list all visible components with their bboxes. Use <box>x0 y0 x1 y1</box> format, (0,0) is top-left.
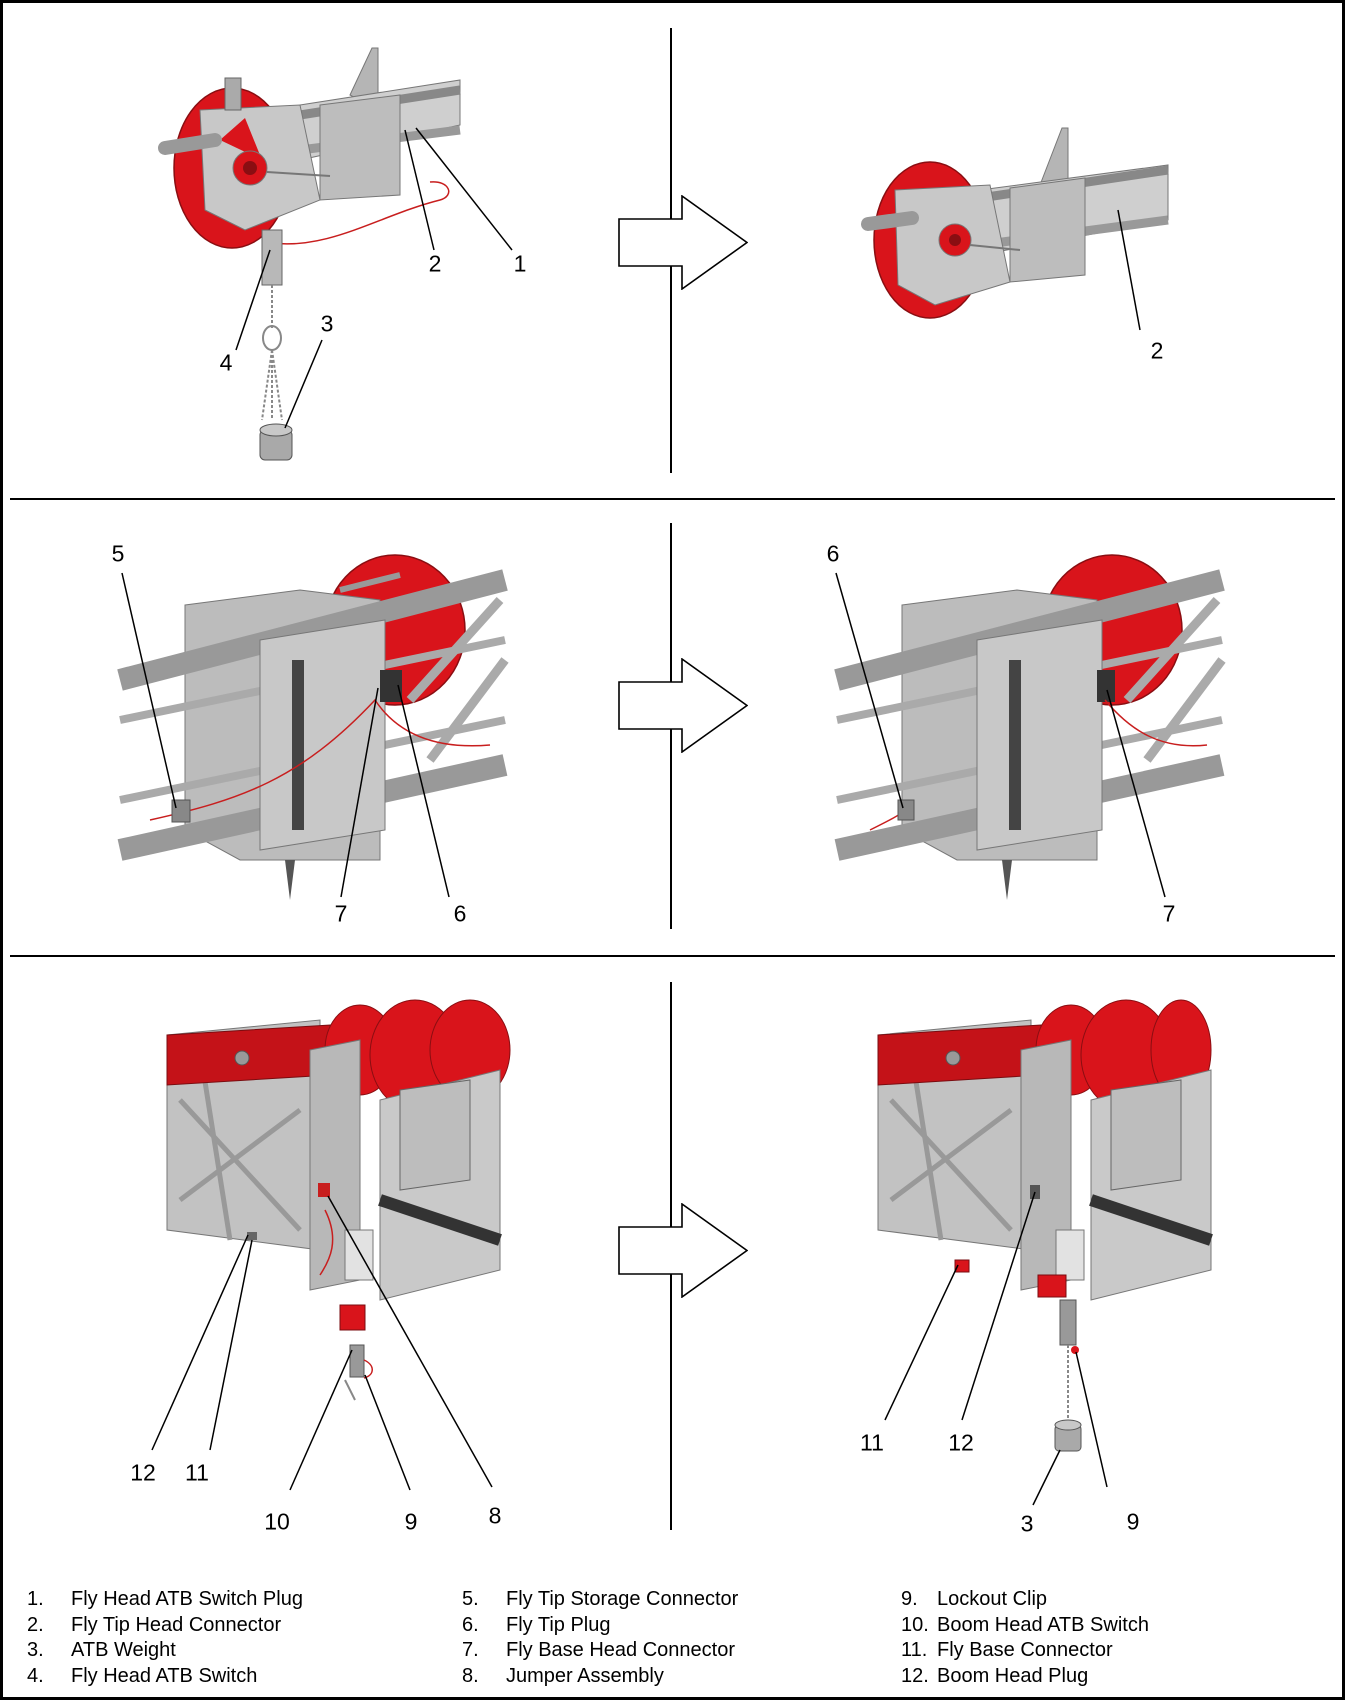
legend-item: 10.Boom Head ATB Switch <box>901 1613 1149 1639</box>
callout-6: 6 <box>827 543 840 566</box>
legend-item: 5.Fly Tip Storage Connector <box>462 1587 738 1613</box>
callout-3: 3 <box>1021 1513 1034 1536</box>
panel-3-fly-base-before <box>120 555 505 900</box>
callout-5: 5 <box>112 543 125 566</box>
legend-item: 7.Fly Base Head Connector <box>462 1638 738 1664</box>
legend-label: Fly Head ATB Switch Plug <box>71 1587 303 1613</box>
legend-label: ATB Weight <box>71 1638 176 1664</box>
legend-label: Fly Base Connector <box>937 1638 1113 1664</box>
panel-2-fly-head-after <box>868 128 1168 318</box>
legend-number: 5. <box>462 1587 506 1613</box>
legend-item: 6.Fly Tip Plug <box>462 1613 738 1639</box>
legend-column-1: 1.Fly Head ATB Switch Plug 2.Fly Tip Hea… <box>27 1587 303 1689</box>
legend-number: 7. <box>462 1638 506 1664</box>
legend-number: 11. <box>901 1638 937 1664</box>
callout-10: 10 <box>264 1511 290 1534</box>
panel-5-boom-head-before <box>167 1000 510 1400</box>
legend-column-3: 9.Lockout Clip 10.Boom Head ATB Switch 1… <box>901 1587 1149 1689</box>
legend-label: Boom Head Plug <box>937 1664 1088 1690</box>
legend-label: Fly Base Head Connector <box>506 1638 735 1664</box>
legend-item: 4.Fly Head ATB Switch <box>27 1664 303 1690</box>
callout-4: 4 <box>220 352 233 375</box>
callout-12: 12 <box>130 1462 156 1485</box>
transition-arrow-1 <box>619 196 747 289</box>
legend-item: 9.Lockout Clip <box>901 1587 1149 1613</box>
panel-6-boom-head-after <box>878 1000 1211 1451</box>
legend-label: Fly Tip Storage Connector <box>506 1587 738 1613</box>
legend-number: 8. <box>462 1664 506 1690</box>
callout-11: 11 <box>185 1462 209 1485</box>
legend-label: Boom Head ATB Switch <box>937 1613 1149 1639</box>
legend-label: Fly Tip Head Connector <box>71 1613 281 1639</box>
legend-number: 9. <box>901 1587 937 1613</box>
legend-label: Jumper Assembly <box>506 1664 664 1690</box>
transition-arrow-2 <box>619 659 747 752</box>
legend-item: 2.Fly Tip Head Connector <box>27 1613 303 1639</box>
callout-9: 9 <box>405 1511 418 1534</box>
callout-2: 2 <box>1151 340 1164 363</box>
legend-number: 10. <box>901 1613 937 1639</box>
callout-1: 1 <box>514 253 527 276</box>
legend-number: 4. <box>27 1664 71 1690</box>
callout-11: 11 <box>860 1432 884 1455</box>
panel-4-fly-base-after <box>837 555 1222 900</box>
callout-6: 6 <box>454 903 467 926</box>
callout-9: 9 <box>1127 1511 1140 1534</box>
legend-column-2: 5.Fly Tip Storage Connector 6.Fly Tip Pl… <box>462 1587 738 1689</box>
callout-7: 7 <box>1163 903 1176 926</box>
legend-number: 6. <box>462 1613 506 1639</box>
legend-number: 1. <box>27 1587 71 1613</box>
legend-number: 12. <box>901 1664 937 1690</box>
legend-number: 2. <box>27 1613 71 1639</box>
legend-label: Fly Head ATB Switch <box>71 1664 257 1690</box>
callout-2: 2 <box>429 253 442 276</box>
panel-1-fly-head-before <box>165 48 460 460</box>
legend-label: Lockout Clip <box>937 1587 1047 1613</box>
callout-7: 7 <box>335 903 348 926</box>
callout-3: 3 <box>321 313 334 336</box>
callout-8: 8 <box>489 1505 502 1528</box>
callout-12: 12 <box>948 1432 974 1455</box>
legend-label: Fly Tip Plug <box>506 1613 610 1639</box>
transition-arrow-3 <box>619 1204 747 1297</box>
legend-item: 1.Fly Head ATB Switch Plug <box>27 1587 303 1613</box>
legend-item: 11.Fly Base Connector <box>901 1638 1149 1664</box>
legend-item: 8.Jumper Assembly <box>462 1664 738 1690</box>
legend-item: 12.Boom Head Plug <box>901 1664 1149 1690</box>
legend-item: 3.ATB Weight <box>27 1638 303 1664</box>
legend-number: 3. <box>27 1638 71 1664</box>
